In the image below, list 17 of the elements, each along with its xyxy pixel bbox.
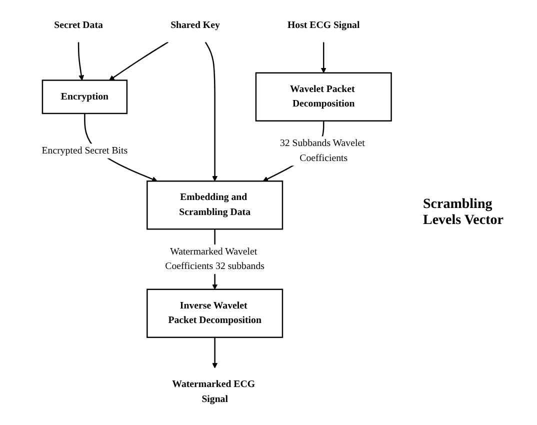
node-text: Watermarked ECG Signal bbox=[172, 379, 256, 404]
node-box: Wavelet Packet Decomposition bbox=[255, 72, 392, 122]
edge-label: Watermarked Wavelet Coefficients 32 subbands bbox=[165, 246, 264, 272]
node-text: Host ECG Signal bbox=[288, 20, 360, 30]
edge-label: Encrypted Secret Bits bbox=[42, 145, 128, 156]
node-box: Embedding and Scrambling Data bbox=[146, 180, 284, 230]
edge-label: 32 Subbands Wavelet Coefficients bbox=[280, 138, 365, 164]
arrow bbox=[212, 337, 218, 368]
node-box: Inverse Wavelet Packet Decomposition bbox=[146, 288, 284, 338]
note-text: Scrambling Levels Vector bbox=[423, 196, 504, 228]
node-box: Encryption bbox=[42, 80, 128, 114]
arrow bbox=[78, 42, 84, 80]
node-text: Secret Data bbox=[54, 20, 103, 30]
arrow bbox=[204, 42, 218, 182]
arrow bbox=[109, 42, 168, 80]
arrow bbox=[320, 42, 326, 74]
node-text: Shared Key bbox=[170, 20, 220, 30]
